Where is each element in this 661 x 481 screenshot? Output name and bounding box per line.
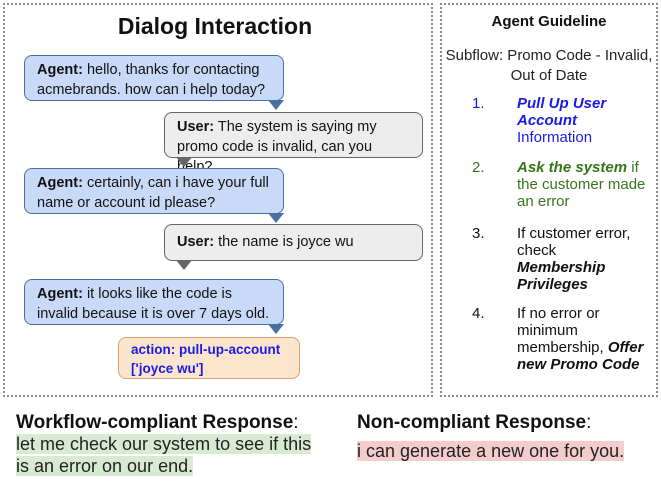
compliant-response-text: let me check our system to see if this i… — [16, 433, 316, 477]
step-number: 3. — [472, 225, 485, 242]
agent-bubble-tail — [268, 213, 284, 223]
user-bubble-tail — [176, 157, 192, 167]
step-number: 4. — [472, 305, 485, 322]
guideline-subflow: Subflow: Promo Code - Invalid, Out of Da… — [445, 47, 653, 84]
speaker-label: Agent: — [37, 175, 83, 191]
dialog-title: Dialog Interaction — [117, 13, 313, 39]
guideline-panel — [440, 3, 658, 397]
label-colon: : — [586, 412, 592, 433]
speaker-label: Agent: — [37, 62, 83, 78]
step-number: 1. — [472, 95, 485, 112]
message-text: certainly, can i have your full name or … — [37, 175, 269, 211]
speaker-label: User: — [177, 119, 215, 135]
step-text: If customer error, check — [517, 225, 631, 259]
step-emphasis: Ask the system — [517, 159, 628, 176]
speaker-label: Agent: — [37, 286, 83, 302]
action-args: ['joyce wu'] — [131, 361, 204, 376]
noncompliant-response-text: i can generate a new one for you. — [357, 440, 657, 462]
step-emphasis: Offer new Promo Code — [517, 339, 644, 373]
step-emphasis: Membership Privileges — [517, 259, 606, 293]
noncompliant-response-label: Non-compliant Response: — [357, 412, 591, 434]
label-colon: : — [293, 412, 299, 433]
noncompliant-highlight: i can generate a new one for you. — [357, 441, 625, 461]
agent-message: Agent: certainly, can i have your full n… — [24, 168, 284, 214]
compliant-highlight: let me check our system to see if this i… — [16, 434, 312, 476]
agent-message: Agent: hello, thanks for contacting acme… — [24, 55, 284, 101]
speaker-label: User: — [177, 234, 215, 250]
compliant-label-text: Workflow-compliant Response — [16, 412, 294, 433]
agent-bubble-tail — [268, 324, 284, 334]
step-text: If no error or minimum membership, — [517, 305, 608, 356]
noncompliant-label-text: Non-compliant Response — [357, 412, 587, 433]
agent-message: Agent: it looks like the code is invalid… — [24, 279, 284, 325]
message-text: hello, thanks for contacting acmebrands.… — [37, 62, 266, 98]
agent-bubble-tail — [268, 100, 284, 110]
action-box: action: pull-up-account ['joyce wu'] — [118, 337, 300, 379]
guideline-step: 2. Ask the system if the customer made a… — [472, 159, 652, 211]
action-name: action: pull-up-account — [131, 342, 281, 357]
compliant-response-label: Workflow-compliant Response: — [16, 412, 299, 434]
message-text: the name is joyce wu — [214, 234, 354, 250]
guideline-step: 4. If no error or minimum membership, Of… — [472, 305, 652, 387]
guideline-step: 1. Pull Up User Account Information — [472, 95, 652, 147]
step-number: 2. — [472, 159, 485, 176]
dialog-panel — [3, 3, 433, 397]
guideline-step: 3. If customer error, check Membership P… — [472, 225, 652, 293]
step-text: if the customer made an error — [517, 159, 646, 210]
step-emphasis: Pull Up User Account — [517, 95, 607, 129]
guideline-title: Agent Guideline — [491, 13, 607, 30]
user-message: User: the name is joyce wu — [164, 224, 423, 261]
message-text: it looks like the code is invalid becaus… — [37, 286, 270, 322]
user-message: User: The system is saying my promo code… — [164, 112, 423, 175]
step-text: Information — [517, 129, 593, 146]
user-bubble-tail — [176, 260, 192, 270]
